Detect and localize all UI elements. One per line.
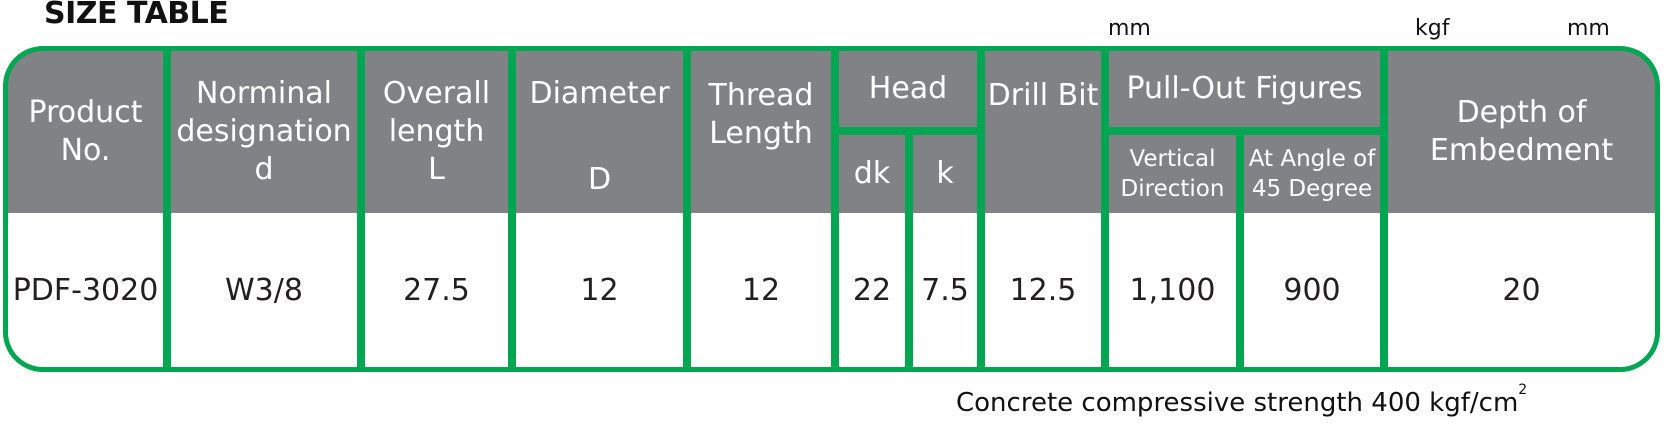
cell-thread-length: 12	[691, 213, 831, 367]
unit-label-mm: mm	[1108, 16, 1151, 41]
cell-head-k: 7.5	[913, 213, 977, 367]
header-diameter: Diameter D	[516, 51, 683, 213]
size-table: Product No. Norminal designation d Overa…	[3, 46, 1660, 372]
header-vertical-direction: Vertical Direction	[1109, 135, 1236, 213]
cell-drill-bit: 12.5	[985, 213, 1101, 367]
page-title: SIZE TABLE	[44, 0, 229, 31]
header-head-dk: dk	[839, 135, 905, 213]
header-product-no: Product No.	[8, 51, 163, 213]
header-thread-length: Thread Length	[691, 51, 831, 213]
cell-product-no: PDF-3020	[8, 213, 163, 367]
unit-label-kgf: kgf	[1415, 16, 1450, 41]
cell-nominal-designation: W3/8	[171, 213, 357, 367]
cell-head-dk: 22	[839, 213, 905, 367]
header-angle-45: At Angle of 45 Degree	[1244, 135, 1380, 213]
footnote: Concrete compressive strength 400 kgf/cm…	[956, 382, 1527, 418]
header-head: Head	[839, 51, 977, 127]
header-pull-out-figures: Pull-Out Figures	[1109, 51, 1380, 127]
footnote-text: Concrete compressive strength 400 kgf/cm	[956, 388, 1519, 418]
header-depth-of-embedment: Depth of Embedment	[1388, 51, 1655, 213]
cell-angle-45: 900	[1244, 213, 1380, 367]
header-head-k: k	[913, 135, 977, 213]
cell-diameter: 12	[516, 213, 683, 367]
cell-overall-length: 27.5	[365, 213, 508, 367]
header-overall-length: Overall length L	[365, 51, 508, 213]
cell-vertical-direction: 1,100	[1109, 213, 1236, 367]
header-nominal-designation: Norminal designation d	[171, 51, 357, 213]
cell-depth-of-embedment: 20	[1388, 213, 1655, 367]
header-drill-bit: Drill Bit	[985, 51, 1101, 213]
footnote-superscript: 2	[1518, 382, 1528, 398]
unit-label-mm-depth: mm	[1567, 16, 1610, 41]
